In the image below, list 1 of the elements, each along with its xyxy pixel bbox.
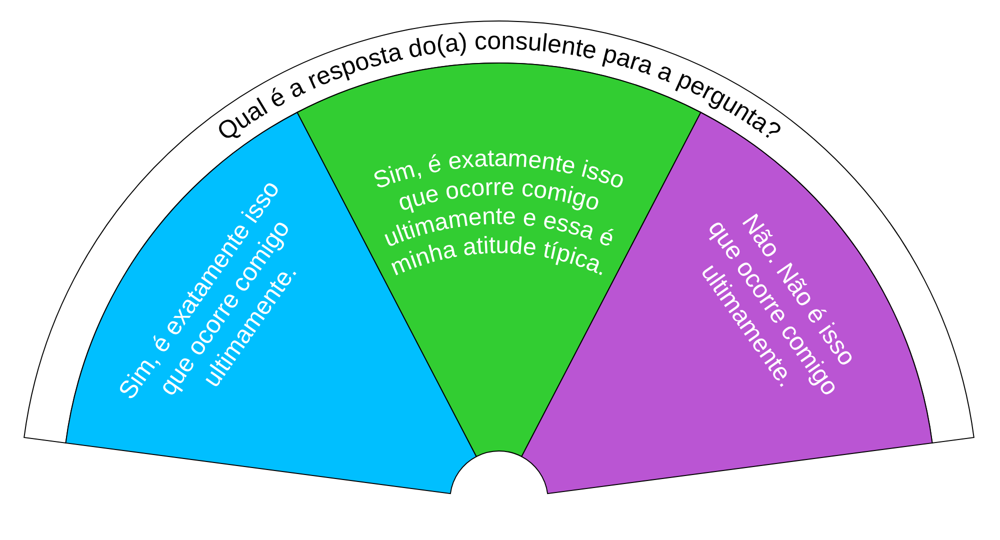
answer-text: Sim, é exatamente isso que ocorre comigo ultimamente e essa é minha atitude típica. xyxy=(370,144,628,282)
